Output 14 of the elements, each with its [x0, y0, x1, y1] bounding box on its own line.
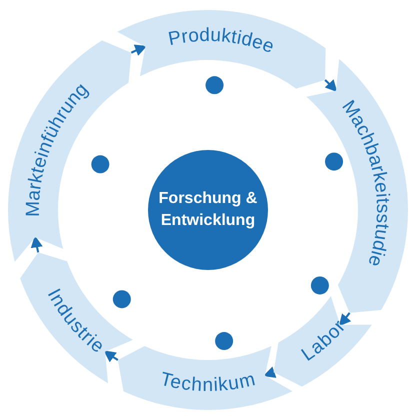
segment-label: Technikum: [158, 368, 258, 396]
ring-segment: [118, 346, 293, 410]
arrow: [324, 79, 338, 92]
arrow: [263, 366, 276, 378]
ring-segment: [20, 252, 133, 384]
arrow: [130, 44, 148, 56]
arrow: [104, 350, 118, 362]
ring-segment: [8, 40, 132, 262]
arrow: [30, 235, 43, 253]
ring-segment: [274, 296, 372, 387]
ring-segment: [117, 10, 326, 89]
node-label: Forschung & Entwicklung: [158, 189, 258, 231]
segment-label: Produktidee: [166, 24, 278, 58]
arrow: [338, 312, 352, 326]
